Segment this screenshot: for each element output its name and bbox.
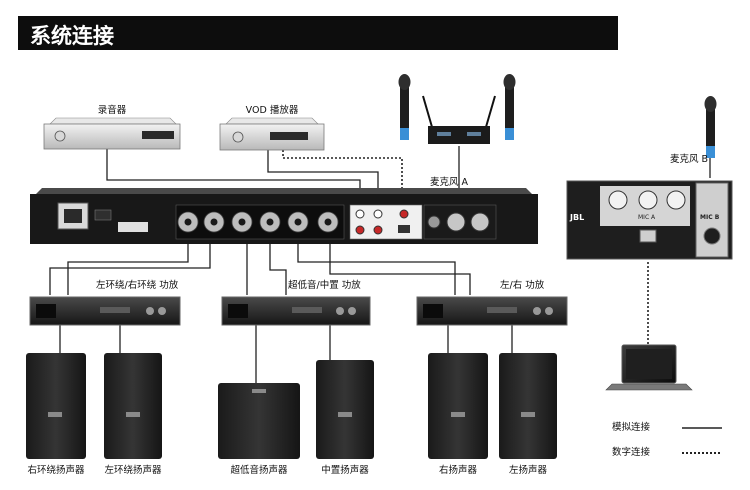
vod-player-label: VOD 播放器 <box>245 105 299 116</box>
amplifier-surround <box>29 296 181 326</box>
processor-rear-panel <box>30 188 538 244</box>
speaker-label-right: 右扬声器 <box>438 465 478 476</box>
title-banner: 系统连接 <box>18 16 618 50</box>
speaker-label-right-surround: 右环绕扬声器 <box>27 465 85 476</box>
speaker-label-subwoofer: 超低音扬声器 <box>230 465 288 476</box>
wireless-mic-a <box>398 74 516 144</box>
sub-mid-amp-label: 超低音/中置 功放 <box>288 280 361 291</box>
speaker-label-left-surround: 左环绕扬声器 <box>104 465 162 476</box>
speaker-subwoofer <box>218 383 300 459</box>
digital-wires <box>282 150 649 345</box>
mic-panel-brand: JBL <box>570 213 585 222</box>
mic-a-label: 麦克风 A <box>430 177 469 188</box>
legend-analog-label: 模拟连接 <box>612 422 651 433</box>
surround-amp-label: 左环绕/右环绕 功放 <box>96 280 179 291</box>
speaker-right-surround <box>26 353 86 459</box>
laptop-icon <box>605 344 693 391</box>
mic-b-label: 麦克风 B <box>670 154 709 165</box>
recorder-label: 录音器 <box>97 105 127 116</box>
speaker-label-center: 中置扬声器 <box>321 465 369 476</box>
legend-digital-label: 数字连接 <box>612 447 651 458</box>
amplifier-left-right <box>416 296 568 326</box>
speaker-left-surround <box>104 353 162 459</box>
page-title: 系统连接 <box>30 24 114 48</box>
speaker-label-left: 左扬声器 <box>508 465 548 476</box>
speaker-left <box>499 353 557 459</box>
amplifier-sub-center <box>221 296 371 326</box>
lr-amp-label: 左/右 功放 <box>500 280 545 291</box>
analog-wires <box>49 146 711 383</box>
mic-panel-label: MIC A <box>638 214 656 221</box>
speaker-right <box>428 353 488 459</box>
speaker-center <box>316 360 374 459</box>
mic-b-panel <box>566 96 733 260</box>
vod-player-device <box>219 117 325 151</box>
mic-b-jack-label: MIC B <box>700 214 720 221</box>
recorder-device <box>43 117 181 150</box>
